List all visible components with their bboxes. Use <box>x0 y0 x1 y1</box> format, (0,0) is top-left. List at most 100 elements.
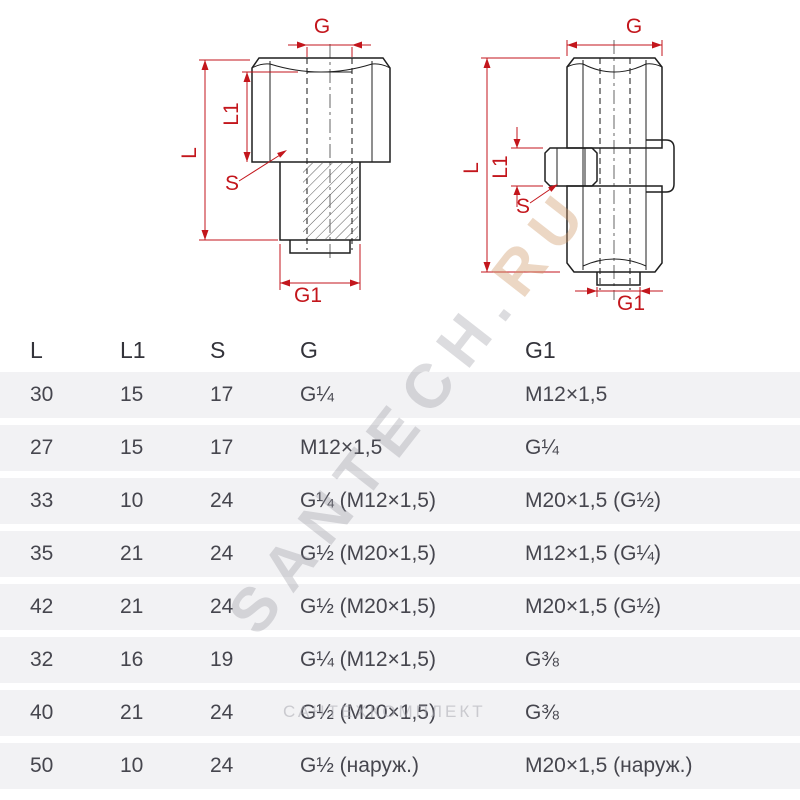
left-bottom-stub <box>289 240 351 254</box>
table-cell-s: 24 <box>210 595 234 618</box>
table-cell-s: 24 <box>210 489 234 512</box>
table-cell-s: 24 <box>210 754 234 777</box>
table-cell-l1: 10 <box>120 489 144 512</box>
table-cell-l: 35 <box>30 542 54 565</box>
table-cell-s: 17 <box>210 383 234 406</box>
table-header-l1: L1 <box>120 336 146 363</box>
right-fitting-drawing: G L L1 S G1 <box>460 15 675 315</box>
left-leader-s-arrow <box>277 150 287 158</box>
table-row: 30 15 17 G¼ M12×1,5 <box>0 372 800 418</box>
right-bottom-hex-arc <box>582 258 647 267</box>
table-header-g1: G1 <box>525 336 556 363</box>
table-row: 50 10 24 G½ (наруж.) M20×1,5 (наруж.) <box>0 743 800 789</box>
left-dim-label-s: S <box>225 172 239 195</box>
right-mid-hex-faces <box>556 148 586 186</box>
technical-drawing-panel: G L L1 S G1 <box>0 0 800 325</box>
left-dim-g1-arrow <box>280 279 290 287</box>
right-top-hex-faces <box>582 60 647 148</box>
right-dim-label-l1: L1 <box>489 155 512 178</box>
left-dim-l-arrow <box>201 60 209 70</box>
right-mid-body <box>582 148 647 186</box>
table-cell-l1: 15 <box>120 383 144 406</box>
table-cell-g: M12×1,5 <box>300 436 383 459</box>
table-header-s: S <box>210 336 226 363</box>
table-cell-l: 32 <box>30 648 54 671</box>
fittings-drawing: G L L1 S G1 <box>178 15 675 315</box>
left-hex-faces <box>269 61 373 162</box>
right-dim-label-g: G <box>626 15 642 38</box>
table-cell-g: G½ (наруж.) <box>300 754 420 777</box>
right-dim-label-s: S <box>516 195 530 218</box>
left-hex-chamfer-arcs <box>251 63 391 73</box>
left-dim-l1-arrow <box>243 152 251 162</box>
right-dim-l-arrow <box>483 58 491 68</box>
right-flange <box>646 139 675 193</box>
left-dim-l-arrow <box>201 230 209 240</box>
table-cell-g1: M20×1,5 (наруж.) <box>525 754 693 777</box>
right-hidden-thread-lines <box>599 58 631 290</box>
table-row: 42 21 24 G½ (M20×1,5) M20×1,5 (G½) <box>0 584 800 630</box>
table-cell-l: 33 <box>30 489 54 512</box>
table-cell-l: 40 <box>30 701 54 724</box>
right-leader-s-arrow <box>548 184 558 192</box>
left-hex-body <box>251 57 391 163</box>
left-dim-g1-lines <box>279 244 361 290</box>
right-mid-hex-nut <box>544 147 598 187</box>
table-cell-l: 50 <box>30 754 54 777</box>
right-leader-s <box>529 187 553 204</box>
left-dim-label-l1: L1 <box>220 102 243 125</box>
table-cell-l1: 21 <box>120 595 144 618</box>
left-dim-label-l: L <box>178 147 201 159</box>
left-dim-label-g: G <box>314 15 330 38</box>
left-threaded-section <box>279 162 361 241</box>
table-cell-g: G¼ <box>300 383 334 406</box>
left-dim-l-lines <box>199 59 278 241</box>
table-cell-g: G½ (M20×1,5) <box>300 542 436 565</box>
right-dim-l-arrow <box>483 262 491 272</box>
table-cell-g: G¼ (M12×1,5) <box>300 489 436 512</box>
right-dim-g-lines <box>566 40 663 56</box>
table-cell-l1: 16 <box>120 648 144 671</box>
table-cell-g: G½ (M20×1,5) <box>300 595 436 618</box>
right-dim-label-g1: G1 <box>617 292 645 315</box>
table-cell-g1: G¼ <box>525 436 559 459</box>
left-fitting-drawing: G L L1 S G1 <box>178 15 391 307</box>
table-cell-l: 27 <box>30 436 54 459</box>
table-cell-l1: 10 <box>120 754 144 777</box>
table-header-row: L L1 S G G1 <box>0 328 800 372</box>
left-dim-g1-arrow <box>350 279 360 287</box>
right-dim-g-arrow <box>567 41 577 49</box>
table-cell-g1: M20×1,5 (G½) <box>525 595 661 618</box>
left-section-hatch <box>303 163 358 239</box>
table-header-l: L <box>30 336 43 363</box>
table-cell-s: 17 <box>210 436 234 459</box>
left-dim-l1-lines <box>242 71 298 162</box>
right-dim-g1-arrow <box>587 287 597 295</box>
right-bottom-hex-faces <box>582 186 647 270</box>
right-dim-g1-arrow <box>640 287 650 295</box>
right-bottom-hex <box>566 185 663 273</box>
right-dim-label-l: L <box>460 162 483 174</box>
table-header-g: G <box>300 336 318 363</box>
right-top-hex-arcs <box>566 63 663 73</box>
right-dim-g-arrow <box>652 41 662 49</box>
left-dim-l1-arrow <box>243 72 251 82</box>
table-cell-l1: 21 <box>120 701 144 724</box>
table-cell-s: 24 <box>210 701 234 724</box>
table-cell-g1: G⅜ <box>525 648 559 671</box>
table-cell-l1: 21 <box>120 542 144 565</box>
left-dim-g-arrow <box>297 41 307 49</box>
table-cell-l: 42 <box>30 595 54 618</box>
right-bottom-stub <box>596 272 641 286</box>
table-cell-l: 30 <box>30 383 54 406</box>
left-dim-label-g1: G1 <box>294 284 322 307</box>
table-cell-g1: M12×1,5 <box>525 383 608 406</box>
right-dim-l1-lines <box>511 127 543 207</box>
